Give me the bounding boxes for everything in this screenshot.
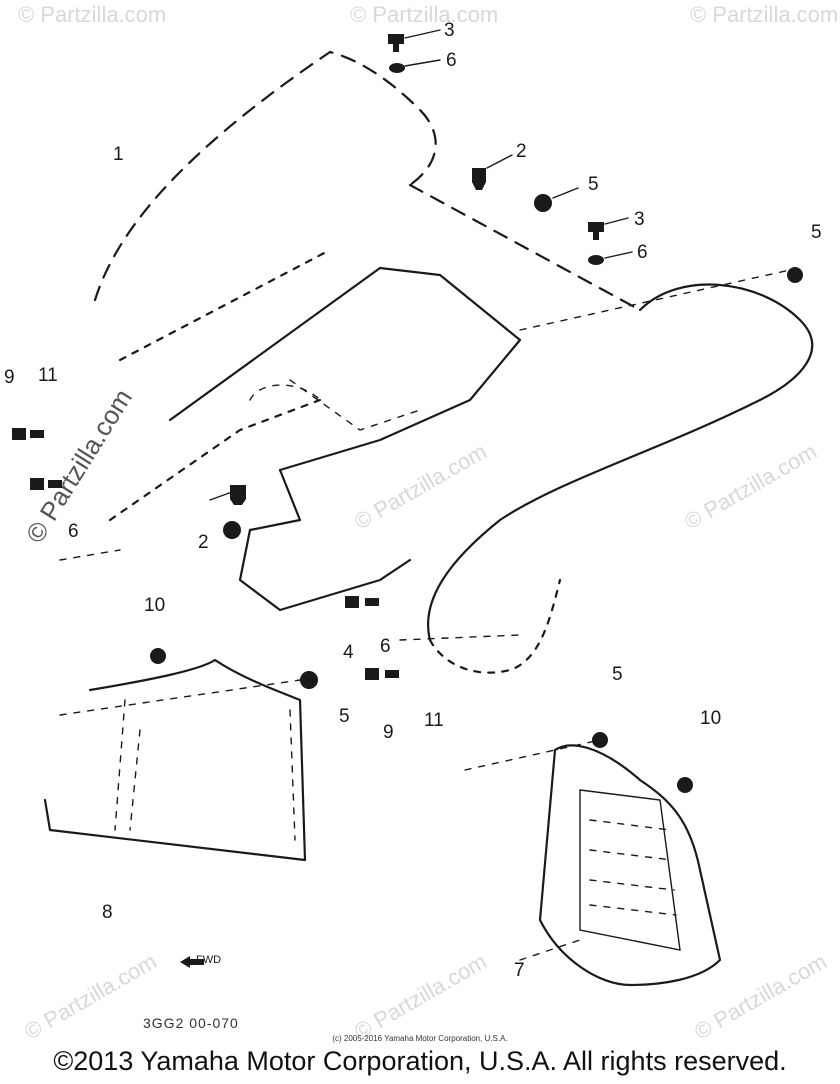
leader-5c (59, 679, 301, 716)
fender-centre-edge (408, 183, 642, 312)
arrow-icon (180, 956, 204, 968)
rear-fender (93, 50, 814, 674)
fender-lower-bracket (238, 468, 412, 612)
callout-10: 10 (144, 595, 165, 616)
callout-10: 10 (700, 708, 721, 729)
grommet-icon (787, 267, 803, 283)
callout-5: 5 (811, 222, 822, 243)
screw-icon (388, 34, 404, 52)
fasteners (12, 34, 803, 793)
leader-lines (59, 29, 791, 961)
fender-wheel-arch (428, 578, 562, 674)
fender-inner-edge (118, 248, 332, 362)
grommet-icon (677, 777, 693, 793)
grid-panel-slots (589, 819, 677, 916)
rivet-icon (12, 428, 44, 440)
leader-7 (519, 939, 581, 961)
grommet-icon (150, 648, 166, 664)
watermark-tiles: © Partzilla.com © Partzilla.com © Partzi… (18, 2, 838, 1044)
callout-5: 5 (612, 664, 623, 685)
leader-2a (486, 154, 513, 169)
fender-detail-a (289, 379, 421, 431)
callout-2: 2 (198, 532, 209, 553)
callouts: 1 2 2 3 3 4 5 5 5 5 6 6 6 6 7 8 9 9 10 1… (4, 20, 822, 981)
fender-right-wing (427, 283, 814, 642)
watermark-tile: © Partzilla.com (350, 2, 498, 27)
callout-4: 4 (343, 642, 354, 663)
watermark-main: © Partzilla.com (20, 384, 138, 548)
left-flap-outline (43, 658, 307, 862)
watermark-tile: © Partzilla.com (690, 949, 831, 1045)
fwd-indicator: FWD (180, 954, 221, 968)
callout-8: 8 (102, 902, 113, 923)
watermark-tile: © Partzilla.com (18, 2, 166, 27)
fender-recess (168, 266, 522, 472)
watermark-tile: © Partzilla.com (690, 2, 838, 27)
watermark-tile: © Partzilla.com (20, 949, 161, 1045)
rivet-icon (365, 668, 399, 680)
left-flap-rib-2 (129, 729, 141, 831)
leader-5a (552, 187, 579, 199)
footer-copyright: ©2013 Yamaha Motor Corporation, U.S.A. A… (53, 1046, 787, 1076)
fender-detail-b (249, 384, 321, 401)
leader-10a (59, 549, 121, 561)
bolt-icon (230, 485, 246, 505)
callout-6: 6 (68, 521, 79, 542)
grid-panel-frame (579, 789, 681, 951)
screw-icon (588, 222, 604, 240)
leader-3a (404, 29, 441, 39)
callout-3: 3 (444, 20, 455, 41)
watermark-tile: © Partzilla.com (350, 949, 491, 1045)
callout-3: 3 (634, 209, 645, 230)
footer-small-copyright: (c) 2005-2016 Yamaha Motor Corporation, … (332, 1034, 508, 1043)
leader-3b (604, 217, 629, 225)
callout-6: 6 (637, 242, 648, 263)
fender-left-flap (108, 398, 322, 522)
watermark-tile: © Partzilla.com (350, 439, 491, 535)
left-flap-panel (43, 658, 307, 862)
grommet-icon (223, 521, 241, 539)
grommet-icon (592, 732, 608, 748)
callout-7: 7 (514, 960, 525, 981)
left-flap-rib-3 (289, 709, 296, 841)
leader-10b (464, 739, 601, 771)
callout-1: 1 (113, 144, 124, 165)
leader-6a (404, 59, 441, 67)
callout-9: 9 (4, 367, 15, 388)
rivet-icon (30, 478, 62, 490)
bolt-icon (472, 168, 486, 190)
washer-icon (389, 63, 405, 73)
washer-icon (588, 255, 604, 265)
callout-2: 2 (516, 141, 527, 162)
callout-6: 6 (380, 636, 391, 657)
left-flap-rib-1 (114, 699, 126, 831)
leader-6b (604, 251, 633, 259)
grid-panel (538, 744, 722, 987)
callout-5: 5 (588, 174, 599, 195)
watermark-tile: © Partzilla.com (680, 439, 821, 535)
fender-top-outline (93, 50, 437, 302)
drawing-code: 3GG2 00-070 (143, 1015, 239, 1031)
callout-6: 6 (446, 50, 457, 71)
leader-5b (519, 269, 791, 331)
leader-4 (399, 634, 521, 641)
grommet-icon (300, 671, 318, 689)
callout-11: 11 (38, 365, 58, 386)
leader-2b (209, 491, 233, 501)
callout-5: 5 (339, 706, 350, 727)
callout-11: 11 (424, 710, 444, 731)
grid-panel-outline (538, 744, 722, 987)
callout-9: 9 (383, 722, 394, 743)
grommet-icon (534, 194, 552, 212)
fwd-label: FWD (196, 954, 221, 966)
rivet-icon (345, 596, 379, 608)
